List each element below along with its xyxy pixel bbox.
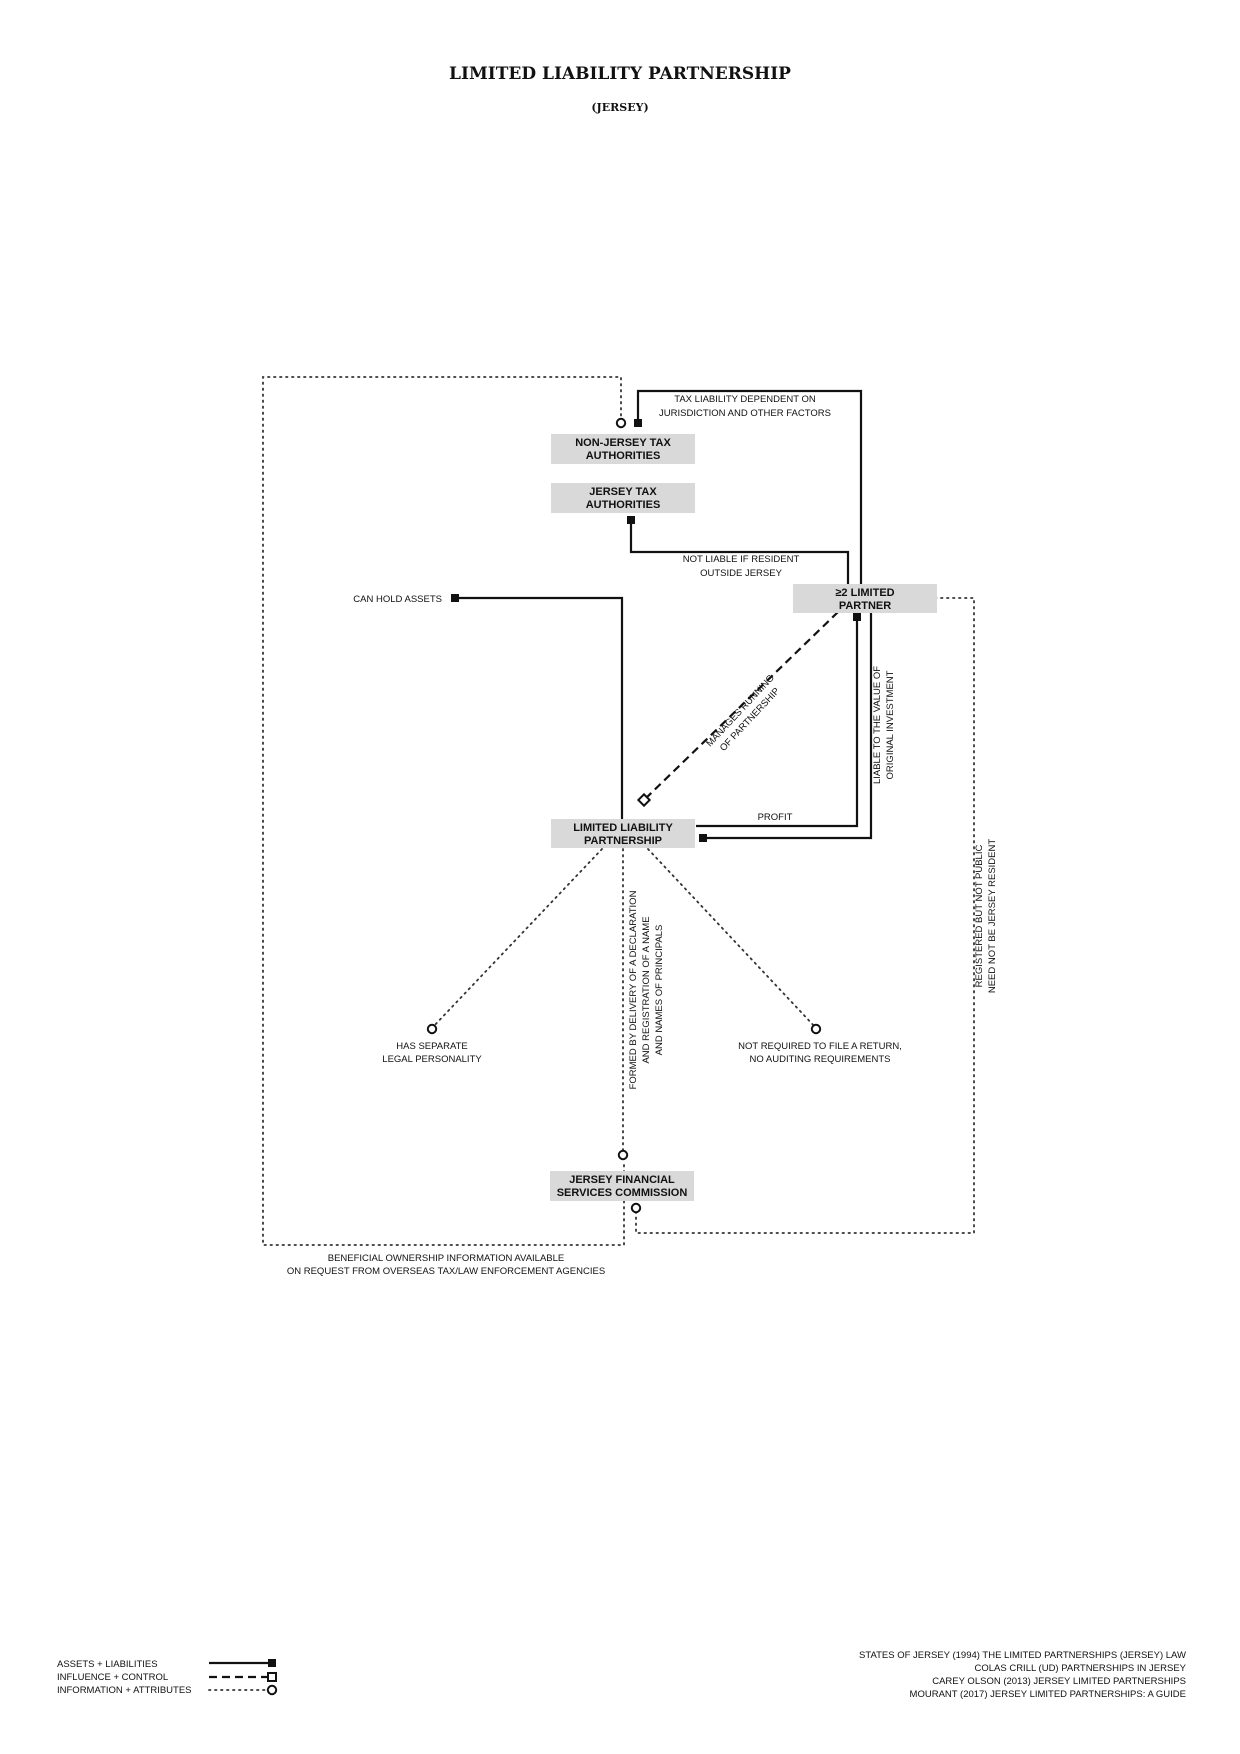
tax-liability-label: TAX LIABILITY DEPENDENT ON — [674, 394, 816, 405]
node-label-line: SERVICES COMMISSION — [557, 1187, 688, 1199]
source-line: CAREY OLSON (2013) JERSEY LIMITED PARTNE… — [932, 1676, 1186, 1687]
separate-personality-connector — [431, 848, 603, 1029]
not-liable-connector — [629, 520, 850, 584]
legend-circle-marker — [266, 1684, 278, 1696]
liability-connector — [703, 612, 873, 840]
beneficial-ownership-connector — [262, 376, 625, 1246]
asset-marker-square — [853, 613, 861, 621]
beneficial-ownership-label: BENEFICIAL OWNERSHIP INFORMATION AVAILAB… — [328, 1253, 565, 1264]
legend-influence-label: INFLUENCE + CONTROL — [57, 1672, 168, 1683]
formed-by-label-line: FORMED BY DELIVERY OF A DECLARATION — [628, 890, 639, 1089]
liable-value-label: LIABLE TO THE VALUE OF ORIGINAL INVESTME… — [872, 666, 896, 784]
manages-connector — [643, 611, 839, 801]
node-limited-partner: ≥2 LIMITED PARTNER — [793, 584, 937, 613]
page-title: LIMITED LIABILITY PARTNERSHIP — [449, 64, 791, 84]
node-label-line: NON-JERSEY TAX — [575, 437, 671, 449]
info-marker-circle — [617, 1149, 629, 1161]
node-label-line: PARTNER — [839, 600, 891, 612]
node-label-line: PARTNERSHIP — [584, 835, 662, 847]
node-non-jersey-tax-authorities: NON-JERSEY TAX AUTHORITIES — [551, 434, 695, 464]
asset-marker-square — [451, 594, 459, 602]
manages-label: MANAGES RUNNING OF PARTNERSHIP — [704, 673, 782, 754]
profit-label: PROFIT — [758, 812, 793, 823]
legend-information-label: INFORMATION + ATTRIBUTES — [57, 1685, 192, 1696]
can-hold-assets-label: CAN HOLD ASSETS — [353, 594, 442, 605]
formed-by-label: FORMED BY DELIVERY OF A DECLARATION AND … — [628, 890, 665, 1089]
no-return-connector — [647, 848, 817, 1029]
no-return-label: NOT REQUIRED TO FILE A RETURN, — [738, 1041, 902, 1052]
node-label-line: AUTHORITIES — [586, 450, 661, 462]
separate-personality-label: HAS SEPARATE — [396, 1041, 467, 1052]
not-liable-label: NOT LIABLE IF RESIDENT — [683, 554, 800, 565]
beneficial-ownership-label: ON REQUEST FROM OVERSEAS TAX/LAW ENFORCE… — [287, 1266, 605, 1277]
info-marker-circle — [615, 417, 627, 429]
liable-value-label-line: LIABLE TO THE VALUE OF — [872, 666, 883, 784]
node-jersey-financial-services-commission: JERSEY FINANCIAL SERVICES COMMISSION — [550, 1171, 694, 1201]
separate-personality-label: LEGAL PERSONALITY — [382, 1054, 482, 1065]
tax-liability-connector — [636, 389, 863, 584]
source-line: STATES OF JERSEY (1994) THE LIMITED PART… — [859, 1650, 1186, 1661]
node-limited-liability-partnership: LIMITED LIABILITY PARTNERSHIP — [551, 819, 695, 848]
no-return-label: NO AUDITING REQUIREMENTS — [750, 1054, 891, 1065]
page-subtitle: (JERSEY) — [591, 101, 648, 114]
legend-assets-label: ASSETS + LIABILITIES — [57, 1659, 158, 1670]
info-marker-circle — [426, 1023, 438, 1035]
registered-label: REGISTERED BUT NOT PUBLIC NEED NOT BE JE… — [974, 839, 998, 994]
hold-assets-connector — [456, 596, 624, 822]
node-label-line: ≥2 LIMITED — [835, 587, 894, 599]
sources: STATES OF JERSEY (1994) THE LIMITED PART… — [859, 1650, 1187, 1700]
node-label-line: AUTHORITIES — [586, 499, 661, 511]
registration-connector — [635, 597, 975, 1234]
source-line: MOURANT (2017) JERSEY LIMITED PARTNERSHI… — [910, 1689, 1186, 1700]
legend-hollow-square-marker — [267, 1672, 277, 1682]
legend: ASSETS + LIABILITIES INFLUENCE + CONTROL… — [57, 1659, 278, 1696]
registered-label-line: REGISTERED BUT NOT PUBLIC — [974, 845, 985, 988]
profit-connector — [696, 617, 859, 828]
control-marker-diamond — [636, 792, 652, 808]
tax-liability-label: JURISDICTION AND OTHER FACTORS — [659, 408, 831, 419]
registered-label-line: NEED NOT BE JERSEY RESIDENT — [987, 839, 998, 994]
liable-value-label-line: ORIGINAL INVESTMENT — [885, 670, 896, 779]
node-jersey-tax-authorities: JERSEY TAX AUTHORITIES — [551, 483, 695, 513]
asset-marker-square — [634, 419, 642, 427]
info-marker-circle — [810, 1023, 822, 1035]
not-liable-label: OUTSIDE JERSEY — [700, 568, 782, 579]
asset-marker-square — [699, 834, 707, 842]
asset-marker-square — [627, 516, 635, 524]
node-label-line: JERSEY FINANCIAL — [569, 1174, 675, 1186]
source-line: COLAS CRILL (UD) PARTNERSHIPS IN JERSEY — [974, 1663, 1186, 1674]
formed-by-label-line: AND NAMES OF PRINCIPALS — [654, 925, 665, 1056]
formed-by-label-line: AND REGISTRATION OF A NAME — [641, 916, 652, 1063]
node-label-line: LIMITED LIABILITY — [573, 822, 673, 834]
node-label-line: JERSEY TAX — [589, 486, 657, 498]
legend-square-marker — [268, 1659, 276, 1667]
info-marker-circle — [630, 1202, 642, 1214]
